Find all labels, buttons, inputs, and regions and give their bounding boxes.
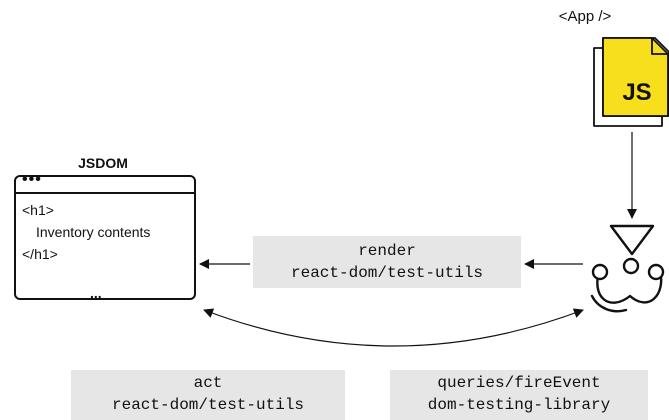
- jsdom-title: JSDOM: [78, 155, 128, 171]
- act-label: act: [193, 374, 223, 392]
- queries-label: queries/fireEvent: [437, 374, 601, 392]
- browser-title-bar: •••: [16, 171, 194, 194]
- queries-label-box: queries/fireEvent dom-testing-library: [390, 370, 648, 420]
- app-label: <App />: [558, 8, 612, 25]
- render-label-box: render react-dom/test-utils: [253, 236, 521, 288]
- render-source: react-dom/test-utils: [290, 264, 484, 282]
- window-dots-icon: •••: [22, 171, 42, 188]
- code-line-close-h1: </h1>: [22, 246, 58, 262]
- js-file-label: JS: [622, 79, 651, 106]
- javascript-file-icon: JS: [593, 37, 669, 127]
- queries-source: dom-testing-library: [427, 396, 611, 414]
- browser-ellipsis: ...: [90, 285, 102, 301]
- act-label-box: act react-dom/test-utils: [71, 370, 345, 420]
- code-line-open-h1: <h1>: [22, 202, 54, 218]
- code-line-heading-text: Inventory contents: [36, 224, 151, 240]
- browser-content: <h1> Inventory contents </h1> ...: [16, 194, 194, 301]
- jsdom-browser-window: ••• <h1> Inventory contents </h1> ...: [14, 171, 196, 301]
- curved-arrow-interaction: [203, 308, 584, 347]
- jest-icon: [590, 224, 665, 313]
- act-source: react-dom/test-utils: [111, 396, 305, 414]
- render-label: render: [358, 242, 416, 260]
